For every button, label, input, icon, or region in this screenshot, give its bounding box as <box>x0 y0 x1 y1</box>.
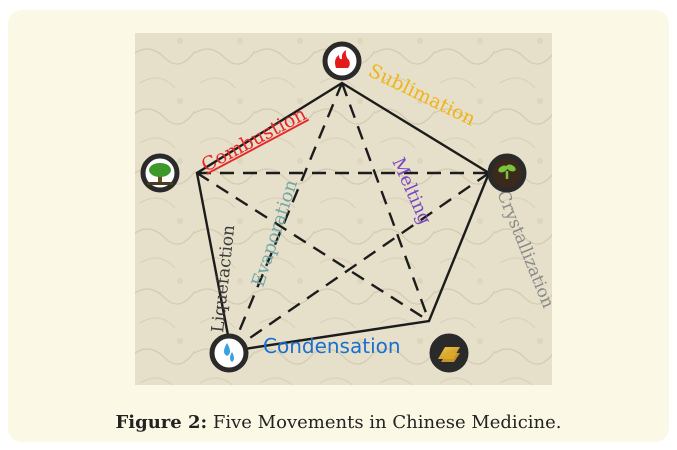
metal-icon <box>429 333 469 373</box>
five-movements-diagram: Combustion Sublimation Evaporation Melti… <box>135 33 552 385</box>
label-condensation: Condensation <box>263 334 401 358</box>
earth-icon <box>487 153 527 193</box>
star-line-fire-water <box>229 82 344 352</box>
wood-icon <box>140 153 180 193</box>
fire-icon <box>322 41 362 81</box>
water-icon <box>209 333 249 373</box>
caption-label: Figure 2: <box>115 412 208 433</box>
caption-text: Five Movements in Chinese Medicine. <box>207 412 562 433</box>
dashed-star <box>196 82 490 352</box>
figure-caption: Figure 2: Five Movements in Chinese Medi… <box>0 412 677 433</box>
star-line-fire-metal <box>340 82 431 322</box>
pentagon-outline <box>195 81 491 353</box>
five-movements-figure: Combustion Sublimation Evaporation Melti… <box>135 33 552 385</box>
star-line-earth-water <box>230 172 490 352</box>
